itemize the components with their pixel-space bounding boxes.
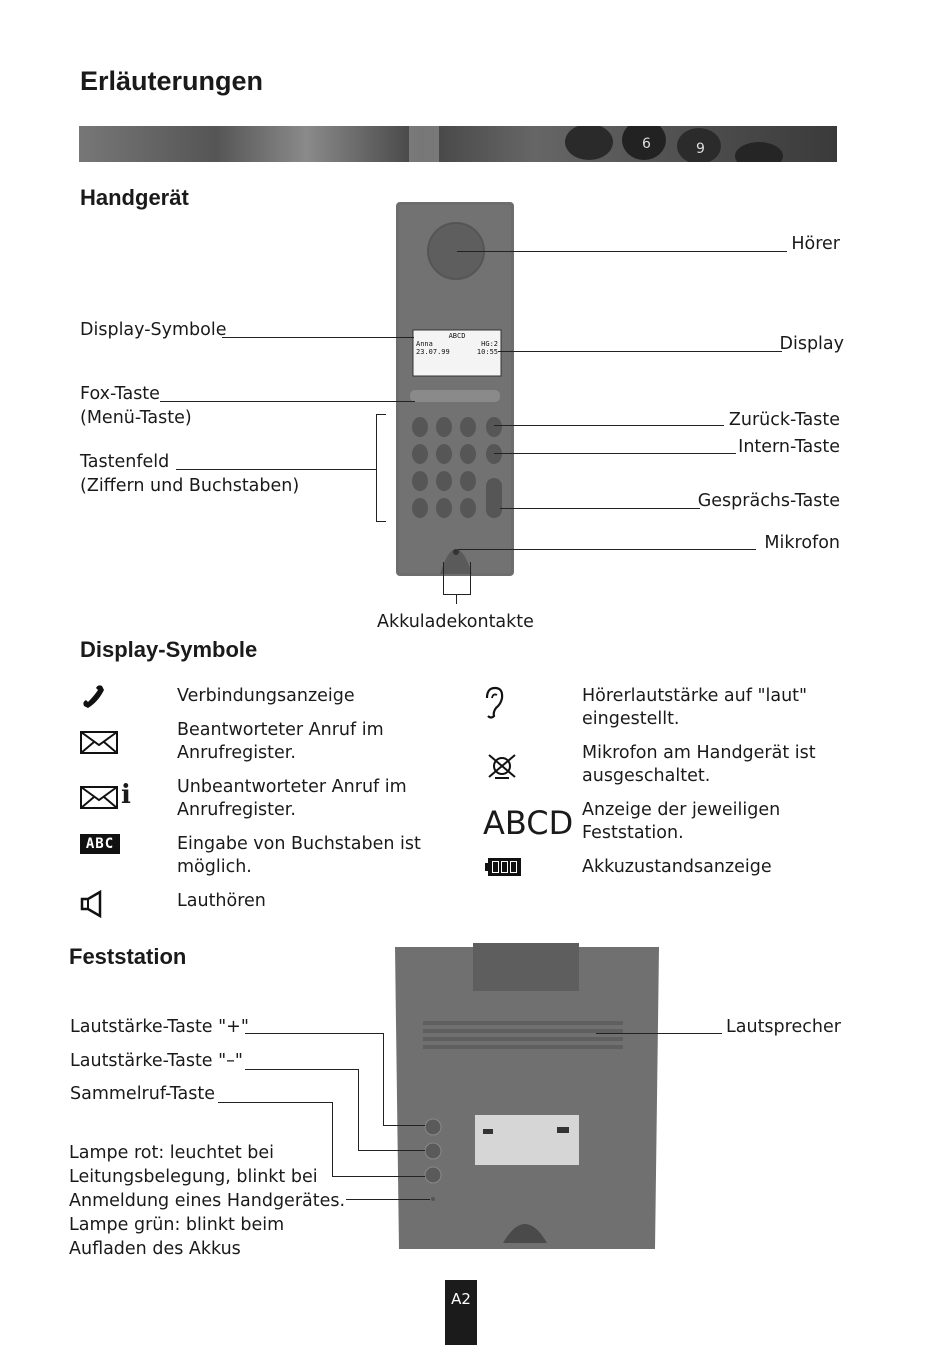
abc-icon: ABC: [80, 834, 120, 854]
label-mikrofon: Mikrofon: [764, 533, 840, 553]
screen-time: 10:55: [476, 348, 498, 356]
phone-handset-icon: [80, 684, 106, 710]
svg-text:6: 6: [642, 136, 651, 152]
ear-icon: [483, 686, 505, 720]
label-lautsprecher: Lautsprecher: [726, 1017, 841, 1037]
label-lautstaerke-minus: Lautstärke-Taste "–": [70, 1051, 243, 1071]
handset-image: ABCD Anna HG:2 23.07.99 10:55: [396, 202, 514, 576]
label-lautstaerke-plus: Lautstärke-Taste "+": [70, 1017, 249, 1037]
display-symbols-heading: Display-Symbole: [80, 637, 258, 662]
screen-handset-no: HG:2: [481, 340, 498, 348]
abcd-text-icon: ABCD: [483, 804, 574, 842]
base-station-image: [393, 943, 661, 1251]
info-i-glyph: i: [121, 780, 131, 810]
speaker-icon: [80, 889, 106, 919]
lampe-description: Lampe rot: leuchtet bei Leitungsbelegung…: [69, 1143, 346, 1259]
screen-date: 23.07.99: [416, 348, 450, 356]
label-zurueck-taste: Zurück-Taste: [728, 410, 840, 430]
mic-off-icon: [485, 752, 519, 780]
battery-icon: [485, 857, 523, 877]
symbol-text-verbindung: Verbindungsanzeige: [177, 686, 355, 706]
page-number: A2: [445, 1280, 477, 1345]
label-akkuladekontakte: Akkuladekontakte: [377, 612, 534, 632]
label-ziffern-buchstaben: (Ziffern und Buchstaben): [80, 476, 300, 496]
banner-image: 6 9: [79, 126, 837, 162]
envelope-icon: [80, 731, 120, 755]
page-title: Erläuterungen: [80, 66, 264, 96]
envelope-info-icon: [80, 786, 120, 810]
label-fox-taste: Fox-Taste: [80, 384, 160, 404]
handset-heading: Handgerät: [80, 185, 189, 210]
label-tastenfeld: Tastenfeld: [80, 452, 170, 472]
symbol-text-hoerer-laut: Hörerlautstärke auf "laut"eingestellt.: [582, 686, 808, 729]
label-intern-taste: Intern-Taste: [738, 437, 840, 457]
symbol-text-lauthoeren: Lauthören: [177, 891, 266, 911]
label-gespraechs-taste: Gesprächs-Taste: [697, 491, 840, 511]
label-display-symbole: Display-Symbole: [80, 320, 227, 340]
symbol-text-akku: Akkuzustandsanzeige: [582, 857, 772, 877]
label-hoerer: Hörer: [791, 234, 840, 254]
label-menue-taste: (Menü-Taste): [80, 408, 192, 428]
label-sammelruf-taste: Sammelruf-Taste: [70, 1084, 216, 1104]
screen-name: Anna: [416, 340, 433, 348]
screen-row-1: ABCD: [448, 332, 466, 340]
label-display: Display: [779, 334, 844, 354]
svg-text:9: 9: [696, 141, 705, 157]
base-station-heading: Feststation: [69, 944, 187, 969]
